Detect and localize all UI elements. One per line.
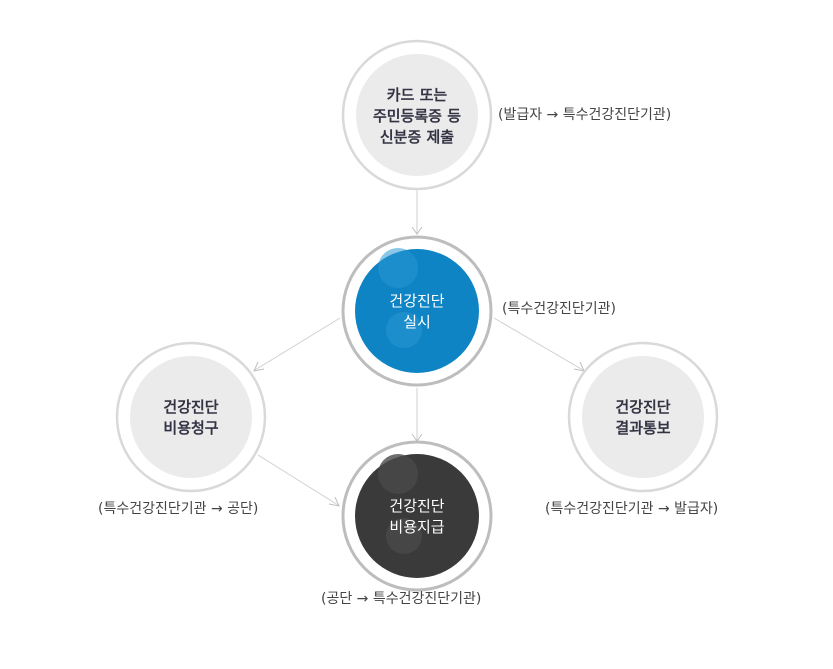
node-submit-id-line-2: 주민등록증 등 [373, 107, 461, 125]
connector-checkup-to-claim [254, 317, 341, 371]
node-payment-line-2: 비용지급 [389, 518, 444, 536]
node-submit-id: 카드 또는 주민등록증 등 신분증 제출 [341, 39, 493, 191]
node-checkup-line-2: 실시 [403, 313, 431, 331]
node-submit-id-annotation: (발급자 → 특수건강진단기관) [498, 107, 671, 123]
node-result-line-1: 건강진단 [615, 398, 670, 416]
node-checkup: 건강진단 실시 [341, 235, 493, 387]
node-claim-line-2: 비용청구 [163, 419, 218, 437]
node-payment-annotation: (공단 → 특수건강진단기관) [321, 591, 481, 607]
node-checkup-line-1: 건강진단 [389, 292, 444, 310]
node-claim: 건강진단 비용청구 [115, 341, 267, 493]
node-result: 건강진단 결과통보 [567, 341, 719, 493]
node-checkup-deco-1 [378, 248, 418, 288]
arrowhead-claim [253, 361, 265, 372]
node-claim-annotation: (특수건강진단기관 → 공단) [98, 501, 258, 517]
arrowhead-payment-left [328, 496, 340, 507]
arrowhead-checkup [411, 226, 423, 235]
node-payment-deco-2 [386, 518, 422, 554]
node-submit-id-line-3: 신분증 제출 [380, 128, 454, 146]
node-payment-line-1: 건강진단 [389, 497, 444, 515]
node-result-annotation: (특수건강진단기관 → 발급자) [545, 501, 718, 517]
connector-checkup-to-result [493, 317, 584, 371]
node-claim-fill [130, 356, 252, 478]
node-payment-deco-1 [378, 454, 418, 494]
node-submit-id-fill [356, 54, 478, 176]
node-claim-line-1: 건강진단 [163, 398, 218, 416]
node-submit-id-line-1: 카드 또는 [387, 86, 448, 104]
node-payment: 건강진단 비용지급 [341, 440, 493, 592]
node-result-line-2: 결과통보 [615, 419, 670, 437]
node-checkup-annotation: (특수건강진단기관) [502, 301, 616, 317]
connector-claim-to-payment [257, 454, 339, 506]
node-checkup-deco-2 [386, 312, 422, 348]
node-result-fill [582, 356, 704, 478]
